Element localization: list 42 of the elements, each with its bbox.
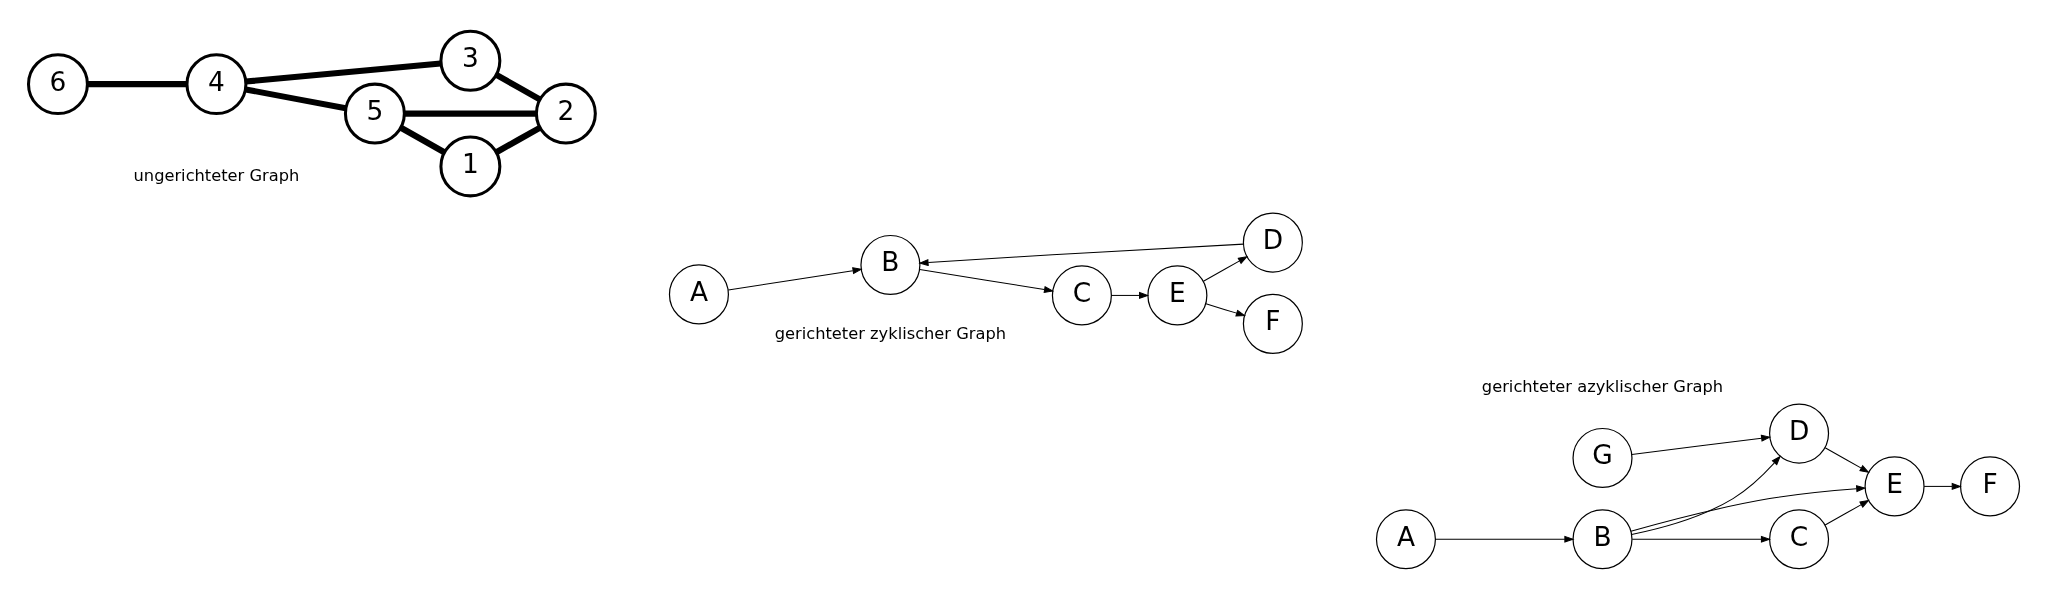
label: gerichteter zyklischer Graph (774, 323, 1007, 343)
arrow (727, 267, 863, 291)
arrow (1824, 447, 1870, 473)
label: ungerichteter Graph (133, 166, 300, 186)
node-circle: C (1051, 265, 1112, 326)
connector (245, 60, 441, 85)
node-circle: F (1242, 293, 1303, 354)
arrow (1923, 482, 1962, 490)
connector (399, 125, 446, 155)
node-circle: E (1864, 456, 1925, 517)
node-circle: B (860, 234, 921, 296)
node-circle: B (1572, 509, 1633, 570)
arrow (1630, 485, 1867, 532)
arrow (1202, 256, 1249, 282)
node-circle: 2 (534, 82, 597, 145)
node-circle: A (668, 264, 729, 325)
arrow (1631, 535, 1772, 543)
arrow (1824, 499, 1870, 526)
node-circle: F (1959, 456, 2021, 517)
arrow (1205, 303, 1246, 317)
connector (494, 125, 542, 155)
node-circle: 3 (439, 29, 502, 92)
arrow (1110, 291, 1150, 299)
node-circle: A (1375, 509, 1436, 570)
connector (494, 72, 542, 103)
arrow (1435, 535, 1575, 543)
connector (87, 81, 187, 88)
node-circle: E (1147, 265, 1208, 326)
node-circle: 4 (185, 53, 248, 116)
connector (404, 110, 537, 117)
label: gerichteter azyklischer Graph (1481, 376, 1724, 396)
arrow (919, 269, 1055, 294)
node-circle: C (1769, 509, 1830, 570)
arrow (918, 243, 1244, 267)
node-circle: 5 (343, 82, 406, 145)
arrow (1631, 455, 1782, 535)
node-circle: D (1242, 212, 1303, 273)
connector (245, 86, 347, 112)
node-circle: 6 (26, 53, 89, 116)
node-circle: G (1572, 427, 1633, 489)
node-circle: 1 (439, 135, 502, 198)
arrow (1631, 434, 1772, 455)
